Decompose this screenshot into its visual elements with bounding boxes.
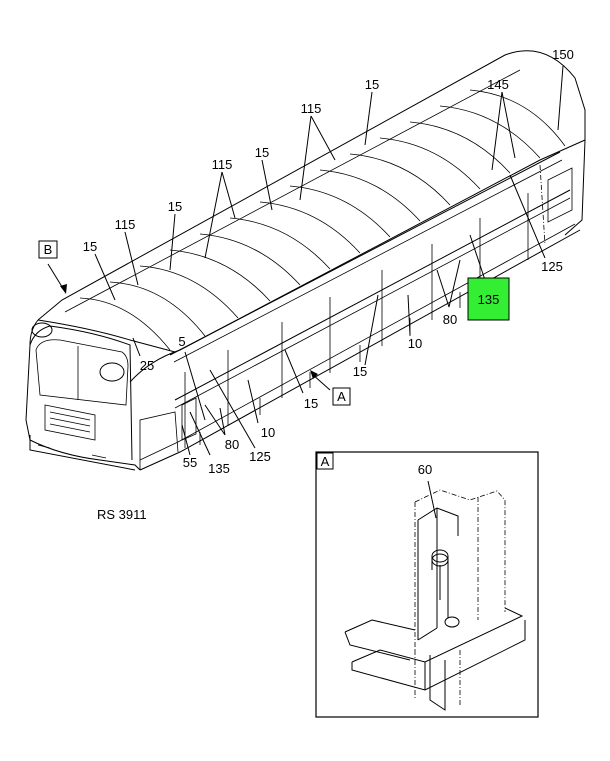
callout-5: 5: [178, 334, 185, 349]
bus-body: [25, 50, 586, 471]
callout-115-mid: 115: [301, 101, 322, 116]
detail-view-a: A 60: [315, 451, 539, 718]
callout-150: 150: [552, 47, 574, 62]
callout-labels: 150 145 125 15 115 15 115 15 115 15 25 5…: [83, 47, 574, 476]
detail-part-label-60: 60: [418, 462, 432, 477]
callout-15-lower: 15: [353, 364, 367, 379]
callout-125-bottom: 125: [249, 449, 271, 464]
callout-135-highlighted[interactable]: 135: [478, 292, 500, 307]
callout-80-right: 80: [443, 312, 457, 327]
view-marker-a-label: A: [337, 389, 346, 404]
view-marker-b-label: B: [44, 242, 53, 257]
callout-15-b: 15: [168, 199, 182, 214]
callout-15-top: 15: [365, 77, 379, 92]
leader-lines: [47, 65, 564, 456]
callout-80-left: 80: [225, 437, 239, 452]
callout-25: 25: [140, 358, 154, 373]
view-marker-a: A: [332, 387, 351, 406]
callout-10-right: 10: [408, 336, 422, 351]
callout-135-bottom: 135: [208, 461, 230, 476]
callout-115-far: 115: [115, 217, 136, 232]
callout-15-mid: 15: [255, 145, 269, 160]
callout-15-bottom: 15: [304, 396, 318, 411]
highlight-box-135[interactable]: [467, 277, 510, 321]
callout-15-far: 15: [83, 239, 97, 254]
callout-125-top: 125: [541, 259, 563, 274]
reference-code: RS 3911: [97, 507, 147, 522]
callout-10-bottom: 10: [261, 425, 275, 440]
view-marker-b: B: [38, 240, 58, 259]
callout-145: 145: [487, 77, 509, 92]
callout-55: 55: [183, 455, 197, 470]
detail-view-marker: A: [321, 454, 330, 469]
callout-115-left: 115: [212, 157, 233, 172]
